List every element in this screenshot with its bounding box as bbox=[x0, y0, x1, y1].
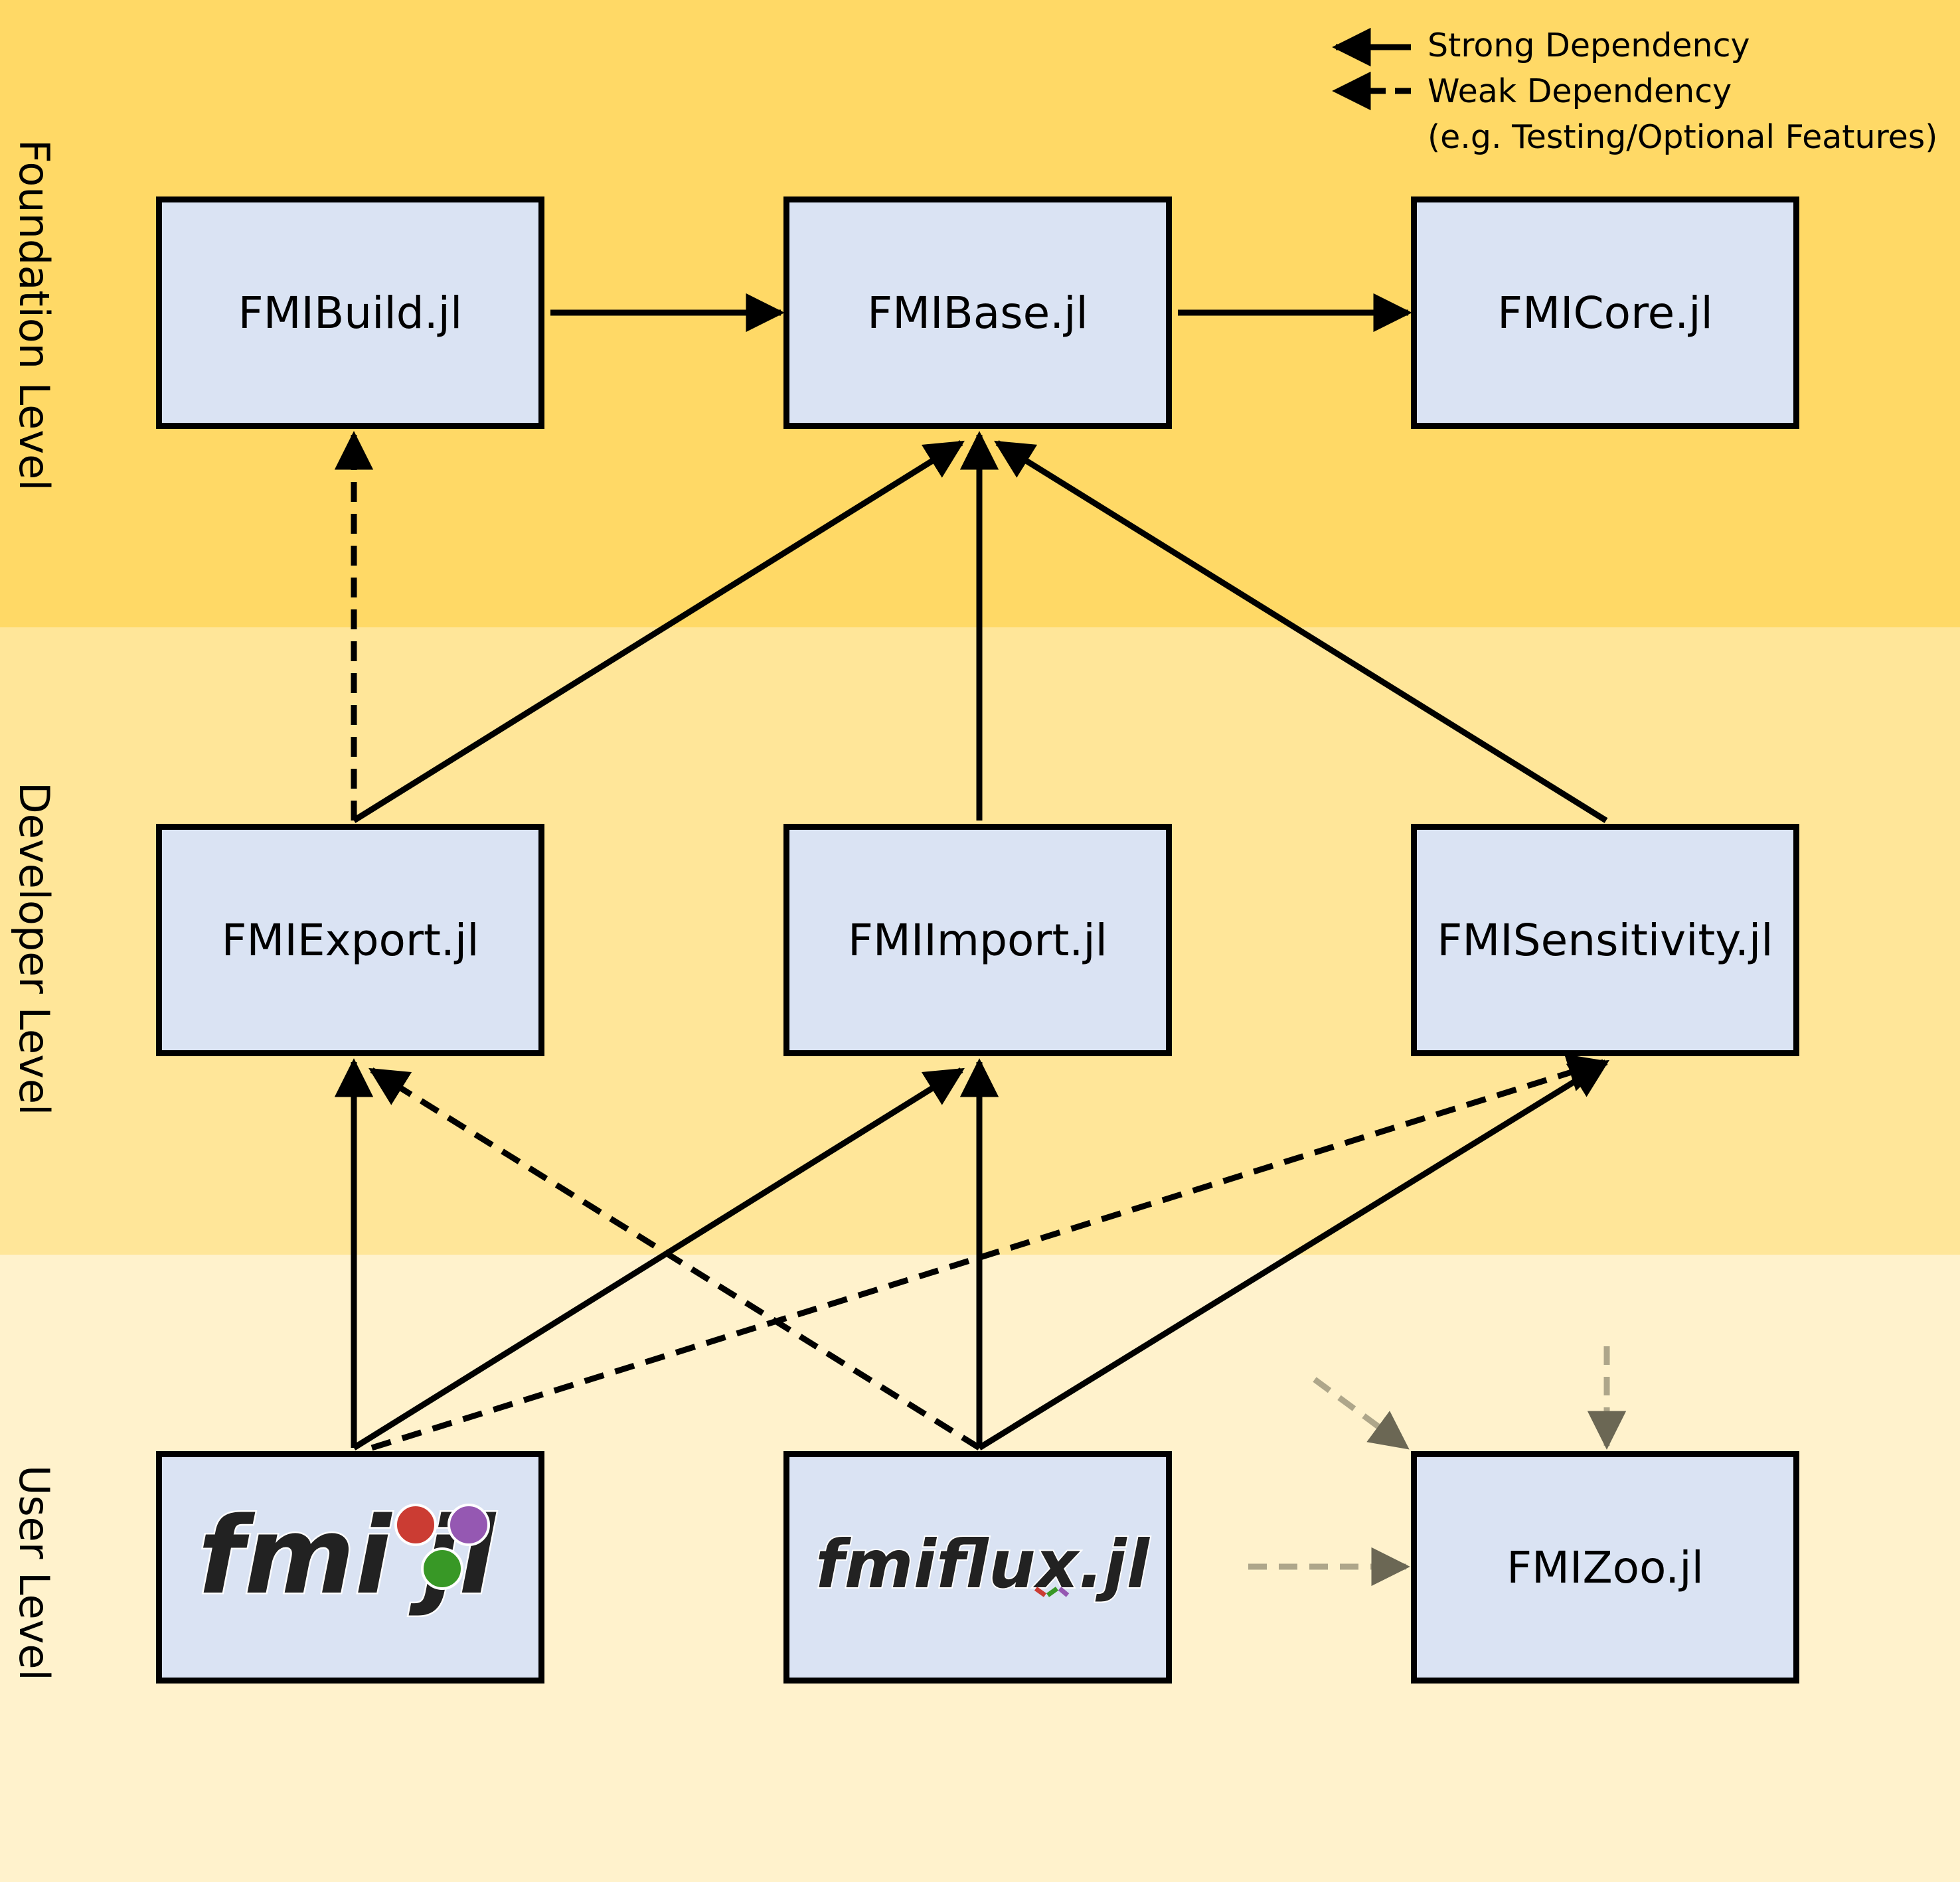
edge-sensitivity-to-base bbox=[994, 440, 1608, 823]
box-fmicore[interactable]: FMICore.jl bbox=[1411, 196, 1799, 429]
edge-fmi-to-import bbox=[352, 1067, 965, 1451]
edge-fmi-to-sensitivity bbox=[370, 1054, 1607, 1451]
box-fmiflux-jl[interactable]: fmiflux.jl bbox=[783, 1451, 1172, 1684]
legend-weak-note: (e.g. Testing/Optional Features) bbox=[1428, 118, 1938, 156]
box-fmibuild[interactable]: FMIBuild.jl bbox=[156, 196, 544, 429]
edge-export-to-base bbox=[352, 440, 965, 823]
fmiflux-logo-green-stroke bbox=[1046, 1587, 1058, 1597]
fmiflux-logo-purple-stroke bbox=[1058, 1587, 1069, 1597]
fmiflux-jl-logo: fmiflux.jl bbox=[814, 1524, 1152, 1605]
box-fmicore-label: FMICore.jl bbox=[1497, 287, 1713, 339]
box-fmi-jl[interactable]: fmi jl bbox=[156, 1451, 544, 1684]
fmi-logo-red-dot bbox=[394, 1504, 437, 1546]
box-fmizoo-label: FMIZoo.jl bbox=[1507, 1541, 1704, 1593]
box-fmisensitivity[interactable]: FMISensitivity.jl bbox=[1411, 824, 1799, 1056]
fmi-logo-purple-dot bbox=[447, 1504, 490, 1546]
fmi-jl-logo: fmi jl bbox=[196, 1492, 498, 1620]
fmi-logo-green-dot bbox=[420, 1547, 463, 1590]
box-fmisensitivity-label: FMISensitivity.jl bbox=[1437, 914, 1773, 966]
edge-zoo-incoming-diagonal bbox=[1313, 1377, 1410, 1450]
box-fmiimport[interactable]: FMIImport.jl bbox=[783, 824, 1172, 1056]
svg-text:fmiflux.jl: fmiflux.jl bbox=[815, 1526, 1151, 1603]
box-fmiimport-label: FMIImport.jl bbox=[847, 914, 1108, 966]
svg-text:fmi: fmi bbox=[198, 1494, 392, 1618]
legend-weak-label: Weak Dependency bbox=[1428, 72, 1732, 110]
box-fmibase-label: FMIBase.jl bbox=[867, 287, 1088, 339]
legend-strong-label: Strong Dependency bbox=[1428, 27, 1750, 64]
box-fmibase[interactable]: FMIBase.jl bbox=[783, 196, 1172, 429]
box-fmizoo[interactable]: FMIZoo.jl bbox=[1411, 1451, 1799, 1684]
edge-fmiflux-to-sensitivity bbox=[977, 1059, 1609, 1451]
box-fmibuild-label: FMIBuild.jl bbox=[238, 287, 463, 339]
box-fmiexport-label: FMIExport.jl bbox=[221, 914, 479, 966]
edge-fmiflux-to-export bbox=[368, 1067, 981, 1451]
fmiflux-logo-red-stroke bbox=[1034, 1587, 1046, 1597]
box-fmiexport[interactable]: FMIExport.jl bbox=[156, 824, 544, 1056]
